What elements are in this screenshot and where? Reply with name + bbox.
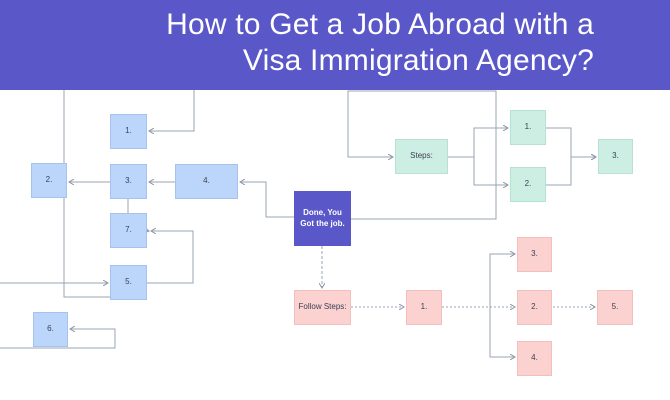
page-title-line-1: How to Get a Job Abroad with a bbox=[166, 8, 594, 41]
edge-done-to-steps bbox=[347, 90, 497, 220]
edge-p1-to-p3 bbox=[489, 254, 515, 307]
node-pink-2[interactable]: 2. bbox=[517, 290, 552, 325]
node-green-1[interactable]: 1. bbox=[510, 110, 546, 145]
node-pink-4[interactable]: 4. bbox=[517, 341, 552, 376]
node-blue-3[interactable]: 3. bbox=[110, 164, 147, 199]
node-blue-6[interactable]: 6. bbox=[33, 312, 68, 347]
node-blue-4[interactable]: 4. bbox=[175, 164, 238, 199]
node-pink-1[interactable]: 1. bbox=[406, 290, 442, 325]
edge-p1-to-p4 bbox=[489, 307, 515, 357]
node-green-2[interactable]: 2. bbox=[510, 167, 546, 202]
edge-b5-to-b7 bbox=[147, 231, 194, 284]
node-green-3[interactable]: 3. bbox=[598, 139, 633, 174]
edge-done-to-b4 bbox=[240, 182, 294, 218]
edge-left-to-b6 bbox=[0, 329, 116, 349]
node-follow-steps[interactable]: Follow Steps: bbox=[294, 290, 351, 325]
edge-g1-to-g3 bbox=[546, 127, 596, 157]
node-pink-3[interactable]: 3. bbox=[517, 237, 552, 272]
node-blue-2[interactable]: 2. bbox=[31, 163, 67, 198]
page-title-line-2: Visa Immigration Agency? bbox=[242, 44, 594, 77]
edge-steps-to-g2 bbox=[448, 156, 508, 185]
edge-g2-to-g3 bbox=[546, 157, 596, 186]
node-done-got-job[interactable]: Done, You Got the job. bbox=[294, 191, 351, 246]
node-blue-5[interactable]: 5. bbox=[110, 265, 147, 300]
node-blue-7[interactable]: 7. bbox=[110, 213, 147, 248]
node-blue-1[interactable]: 1. bbox=[110, 114, 147, 149]
edge-steps-to-g1 bbox=[448, 128, 508, 158]
node-pink-5[interactable]: 5. bbox=[597, 290, 633, 325]
node-steps[interactable]: Steps: bbox=[395, 139, 448, 174]
title-banner: How to Get a Job Abroad with a Visa Immi… bbox=[0, 0, 670, 90]
